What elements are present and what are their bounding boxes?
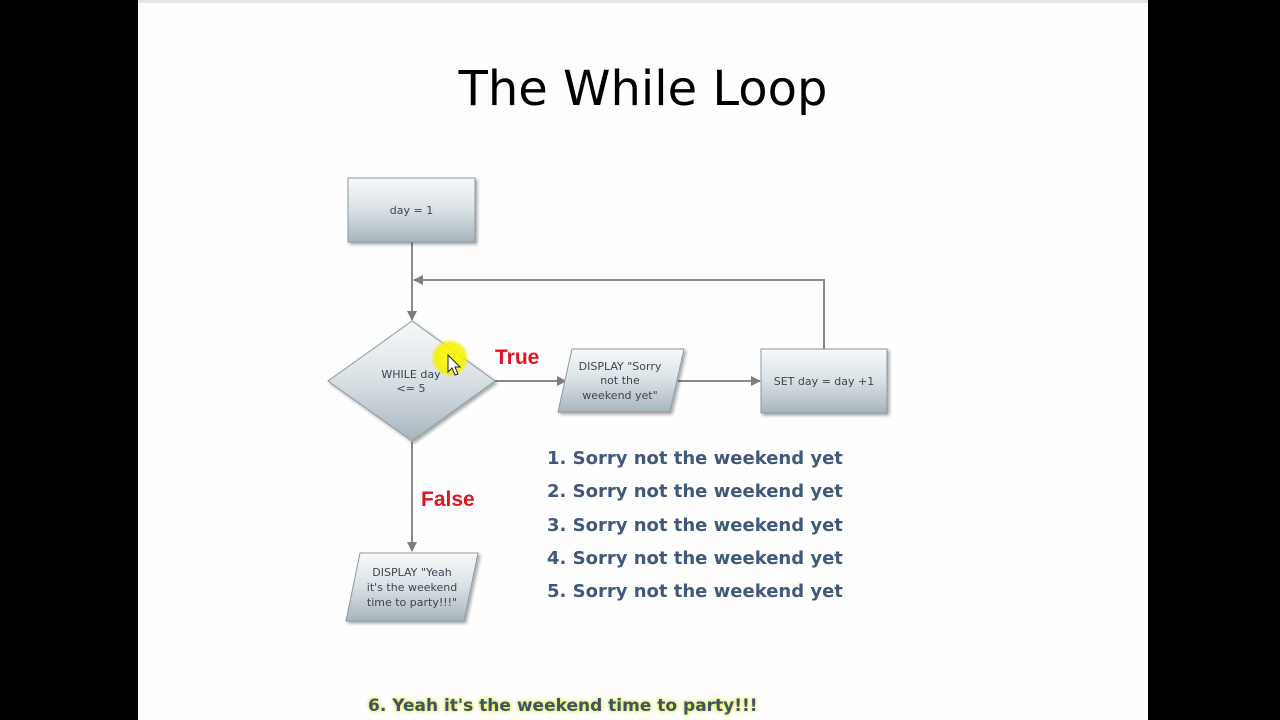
false-display-line-1: DISPLAY "Yeah [372,566,451,579]
start-box: day = 1 [347,177,476,243]
false-branch-label: False [421,488,475,511]
false-display-line-2: it's the weekend [367,581,457,594]
decision-diamond: WHILE day <= 5 [327,320,496,442]
output-line: 1. Sorry not the weekend yet [547,448,843,469]
output-line: 2. Sorry not the weekend yet [547,481,843,503]
decision-line-1: WHILE day [381,368,441,381]
connector-loop-back [413,275,825,349]
increment-box-label: SET day = day +1 [774,375,875,388]
connectors [407,242,825,552]
output-line: 5. Sorry not the weekend yet [547,581,843,603]
true-display-line-3: weekend yet" [582,389,657,402]
true-display-parallelogram: DISPLAY "Sorry not the weekend yet" [557,348,685,413]
increment-box: SET day = day +1 [760,348,888,414]
mouse-pointer-icon [447,353,462,376]
slide-title: The While Loop [458,61,828,117]
true-branch-label: True [495,346,540,369]
decision-line-2: <= 5 [397,382,426,395]
output-list: 1. Sorry not the weekend yet 2. Sorry no… [547,446,843,612]
true-display-line-1: DISPLAY "Sorry [579,360,662,373]
final-output-line: 6. Yeah it's the weekend time to party!!… [368,696,758,716]
output-line: 4. Sorry not the weekend yet [547,547,843,569]
false-display-line-3: time to party!!!" [367,596,457,609]
output-line: 3. Sorry not the weekend yet [547,514,843,536]
start-box-label: day = 1 [390,204,433,217]
true-display-line-2: not the [600,374,640,387]
false-display-parallelogram: DISPLAY "Yeah it's the weekend time to p… [345,552,479,622]
cursor-highlight [431,339,469,377]
